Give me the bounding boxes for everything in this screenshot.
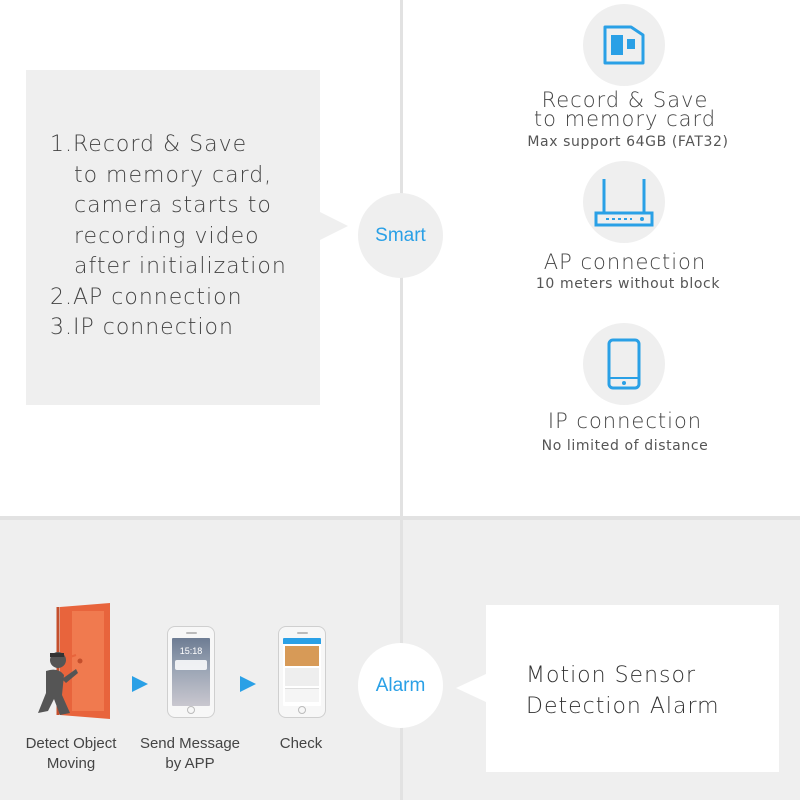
app-tabbar [285, 688, 319, 702]
lockscreen-screen: 15:18 [172, 638, 210, 706]
alarm-badge: Alarm [358, 643, 443, 728]
app-header-bar [283, 638, 321, 644]
phone-home-button [298, 706, 306, 714]
alarm-bubble-tail [456, 674, 486, 702]
features-panel [403, 0, 800, 518]
smart-badge-label: Smart [375, 224, 426, 246]
smart-badge: Smart [358, 193, 443, 278]
lockscreen-phone-icon: 15:18 [167, 626, 215, 718]
horizontal-divider [0, 516, 800, 520]
feature-ap-subtitle: 10 meters without block [535, 276, 721, 292]
flow-arrow-1 [132, 676, 148, 692]
phone-icon-circle [583, 323, 665, 405]
feature-record-title-1: Record & Save [541, 88, 709, 112]
vertical-divider [400, 0, 403, 800]
app-camera-view [285, 646, 319, 666]
phone-home-button [187, 706, 195, 714]
notification-banner [175, 660, 207, 670]
memory-card-icon-circle [583, 4, 665, 86]
feature-ip-title: IP connection [547, 409, 703, 433]
smart-description-box: 1.Record & Save to memory card, camera s… [26, 70, 320, 405]
router-icon-circle [583, 161, 665, 243]
lockscreen-time: 15:18 [179, 646, 203, 656]
app-controls [285, 668, 319, 686]
feature-ip-subtitle: No limited of distance [541, 438, 709, 454]
app-phone-icon [278, 626, 326, 718]
app-screen [283, 638, 321, 706]
memory-card-icon [603, 25, 645, 65]
intruder-door-icon [38, 603, 110, 719]
feature-record-title-2: to memory card [533, 107, 717, 131]
flow-arrow-2 [240, 676, 256, 692]
feature-ap-title: AP connection [543, 250, 707, 274]
feature-record-subtitle: Max support 64GB (FAT32) [527, 134, 729, 150]
phone-icon [607, 338, 641, 390]
alarm-description: Motion Sensor Detection Alarm [526, 663, 720, 719]
step-check-label: Check [279, 735, 323, 752]
router-icon [594, 179, 654, 227]
step-send-label: Send Message by APP [139, 735, 241, 772]
phone-speaker [186, 632, 197, 634]
smart-bubble-tail [320, 212, 348, 240]
phone-speaker [297, 632, 308, 634]
smart-feature-list: 1.Record & Save to memory card, camera s… [50, 132, 287, 340]
alarm-description-box: Motion Sensor Detection Alarm [486, 605, 779, 772]
alarm-badge-label: Alarm [375, 674, 426, 696]
step-detect-label: Detect Object Moving [25, 735, 117, 772]
